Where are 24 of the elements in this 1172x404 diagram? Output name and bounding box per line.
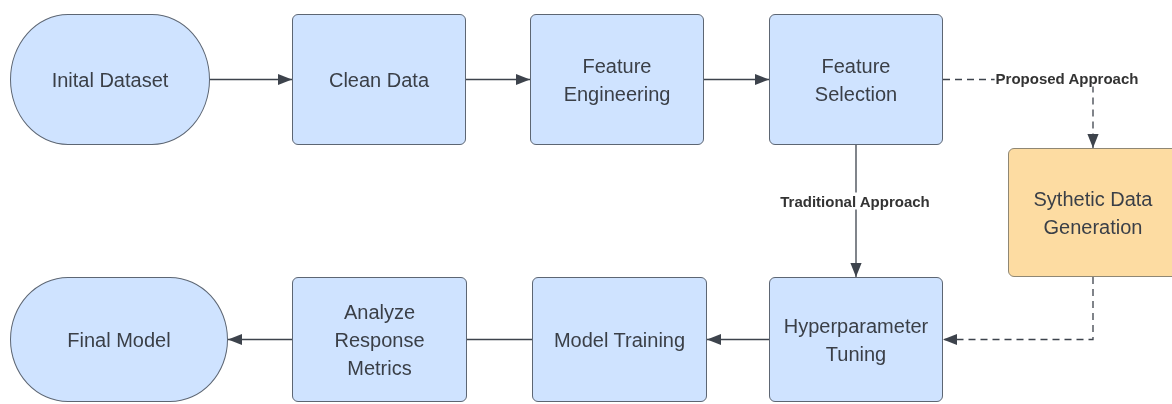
node-label: Feature Selection [813, 53, 899, 107]
process-box [1008, 148, 1172, 277]
node-label: Sythetic Data Generation [1032, 186, 1154, 240]
node-label: Hyperparameter Tuning [782, 313, 930, 367]
arrow [706, 333, 770, 346]
arrow [227, 333, 293, 346]
node-label: Final Model [67, 327, 171, 353]
node-label: Analyze Response Metrics [333, 299, 426, 381]
node-label: Inital Dataset [51, 67, 169, 93]
node-label: Feature Engineering [562, 53, 672, 107]
process-box [292, 277, 467, 402]
arrow [703, 73, 770, 86]
arrow [209, 73, 293, 86]
process-box [532, 277, 707, 402]
process-box [769, 14, 943, 145]
process-box [292, 14, 466, 145]
node-label: Model Training [553, 327, 686, 353]
edge-label: Traditional Approach [779, 192, 931, 210]
arrow [942, 276, 1094, 346]
node-label: Clean Data [328, 67, 430, 93]
arrow [465, 73, 531, 86]
process-box [530, 14, 704, 145]
arrow [850, 144, 862, 278]
process-box [769, 277, 943, 402]
